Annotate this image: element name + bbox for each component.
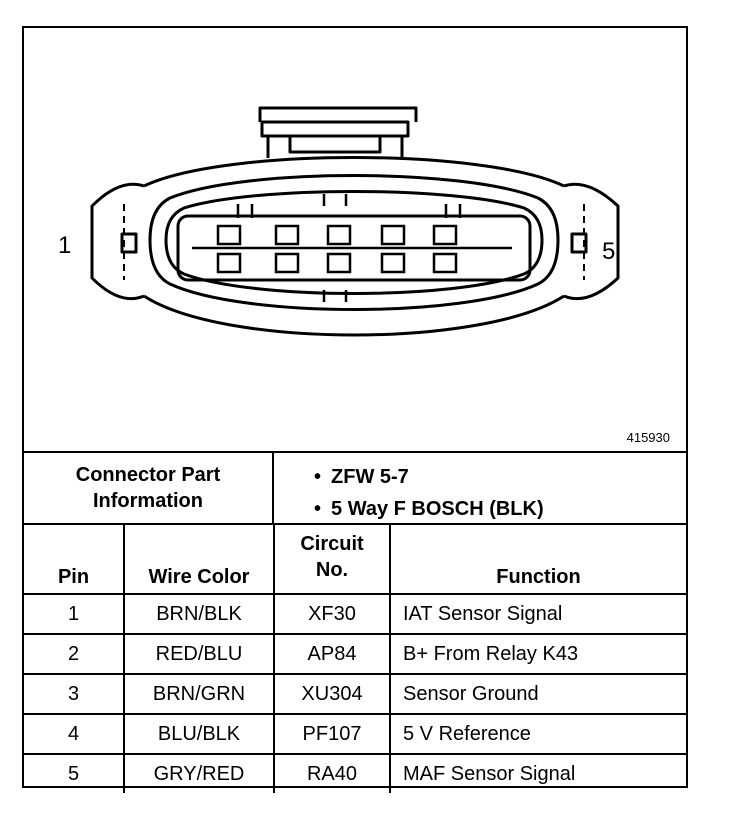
- pin-table-header: Pin Wire Color Circuit No. Function: [24, 525, 686, 595]
- cell-pin: 1: [24, 594, 125, 635]
- cell-pin: 3: [24, 674, 125, 715]
- cell-wire-color: BRN/GRN: [124, 674, 275, 715]
- cell-wire-color: BRN/BLK: [124, 594, 275, 635]
- header-pin: Pin: [24, 525, 125, 595]
- cell-pin: 5: [24, 754, 125, 793]
- header-circuit-line1: Circuit: [300, 533, 364, 555]
- cell-wire-color: RED/BLU: [124, 634, 275, 675]
- header-function: Function: [390, 525, 686, 595]
- header-circuit-line2: No.: [315, 559, 349, 581]
- cell-wire-color: BLU/BLK: [124, 714, 275, 755]
- cell-pin: 4: [24, 714, 125, 755]
- connector-face-drawing: [90, 106, 620, 337]
- cell-circuit: AP84: [274, 634, 391, 675]
- figure-id: 415930: [626, 430, 670, 445]
- cell-circuit: XF30: [274, 594, 391, 635]
- cell-circuit: XU304: [274, 674, 391, 715]
- connector-part-list: ZFW 5-7 5 Way F BOSCH (BLK): [314, 461, 544, 525]
- cell-function: B+ From Relay K43: [390, 634, 686, 675]
- cell-pin: 2: [24, 634, 125, 675]
- cell-circuit: PF107: [274, 714, 391, 755]
- pin-5-label: 5: [602, 238, 616, 265]
- connector-diagram: 1 5 415930: [24, 28, 686, 451]
- cell-function: IAT Sensor Signal: [390, 594, 686, 635]
- connector-part-info: Connector Part Information ZFW 5-7 5 Way…: [24, 451, 686, 525]
- cell-wire-color: GRY/RED: [124, 754, 275, 793]
- pin-1-label: 1: [58, 232, 72, 259]
- info-label-line2: Information: [93, 490, 203, 512]
- header-wire-color: Wire Color: [124, 525, 275, 595]
- cell-circuit: RA40: [274, 754, 391, 793]
- part-item: 5 Way F BOSCH (BLK): [314, 493, 544, 525]
- cell-function: Sensor Ground: [390, 674, 686, 715]
- part-item: ZFW 5-7: [314, 461, 544, 493]
- connector-part-info-label: Connector Part Information: [24, 453, 274, 523]
- info-label-line1: Connector Part: [75, 464, 221, 486]
- cell-function: 5 V Reference: [390, 714, 686, 755]
- connector-figure-frame: 1 5 415930 Connector Part Information ZF…: [22, 26, 688, 793]
- cell-function: MAF Sensor Signal: [403, 762, 576, 785]
- header-circuit: Circuit No.: [274, 525, 391, 595]
